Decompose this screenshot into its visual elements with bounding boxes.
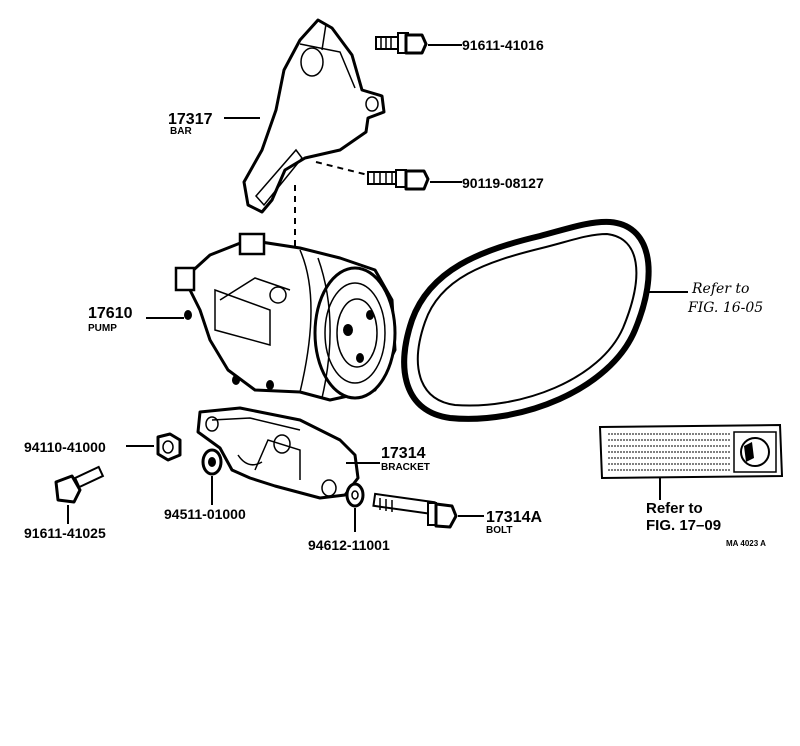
drawing-code: MA 4023 A (726, 539, 766, 548)
pump-drawing (174, 232, 397, 402)
label-bolt: BOLT (486, 525, 512, 536)
label-91611-41025: 91611-41025 (24, 525, 106, 541)
label-bar: BAR (170, 126, 192, 137)
label-17317: 17317 (168, 111, 213, 128)
bolt-91611-41025-drawing (54, 465, 105, 524)
label-bracket: BRACKET (381, 462, 430, 473)
label-pump: PUMP (88, 323, 117, 334)
label-90119-08127: 90119-08127 (462, 175, 544, 191)
label-17610: 17610 (88, 305, 133, 322)
bracket-drawing (196, 406, 380, 500)
printed-refer-to: Refer to (646, 500, 703, 517)
handwritten-refer-to: Refer to (691, 281, 750, 297)
handwritten-fig-ref: FIG. 16-05 (687, 300, 763, 316)
label-91611-41016: 91611-41016 (462, 37, 544, 53)
label-94110-41000: 94110-41000 (24, 439, 106, 455)
label-17314: 17314 (381, 445, 426, 462)
washer-94511-01000-drawing (201, 448, 223, 505)
v-belt-drawing (401, 218, 688, 422)
label-94612-11001: 94612-11001 (308, 537, 390, 553)
nut-94110-41000-drawing (126, 432, 182, 462)
bolt-91611-41016-drawing (375, 32, 462, 55)
bolt-90119-08127-drawing (367, 169, 462, 191)
bar-bracket-drawing (242, 18, 386, 250)
reference-label-drawing (598, 423, 784, 500)
washer-94612-11001-drawing (345, 482, 365, 532)
label-17314a: 17314A (486, 509, 542, 526)
label-94511-01000: 94511-01000 (164, 506, 246, 522)
printed-fig-ref: FIG. 17–09 (646, 517, 721, 534)
bolt-17314a-drawing (372, 492, 484, 529)
